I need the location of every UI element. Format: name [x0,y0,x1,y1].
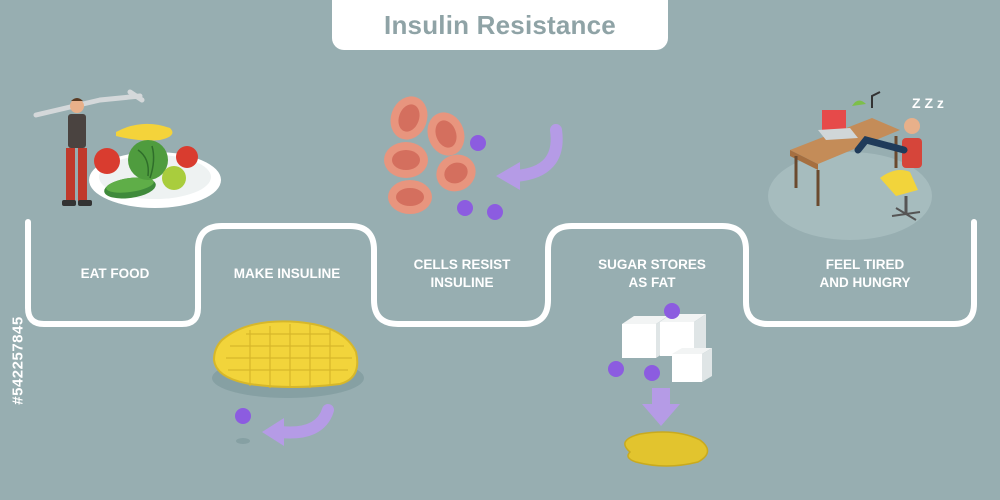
cell [436,154,476,192]
pancreas-illustration [212,320,364,398]
insulin-dot [664,303,680,319]
sleep-zzz: Z Z z [912,95,944,111]
insulin-dot [487,204,503,220]
step-label-make-insuline: MAKE INSULINE [233,266,341,281]
process-path [25,219,977,327]
page-title: Insulin Resistance [384,9,616,40]
cell [384,142,428,178]
insulin-dot [644,365,660,381]
insulin-dot [608,361,624,377]
tired-worker-illustration: Z Z z [768,91,944,240]
step-label-cells-resist: CELLS RESIST INSULINE [413,257,511,290]
cell [390,96,428,140]
resist-arrow [496,124,563,190]
down-arrow [642,388,680,426]
insulin-dot [457,200,473,216]
watermark-text: #542257845 [9,316,27,405]
insulin-release-arrow [235,404,334,446]
sugar-cube [672,348,712,382]
sugar-cubes-illustration [608,303,712,382]
fat-puddle [624,431,709,467]
cell [427,112,465,156]
step-label-eat-food: EAT FOOD [80,266,150,281]
cell [388,180,432,214]
food-plate-illustration [89,123,221,208]
step-label-sugar-stores: SUGAR STORES AS FAT [598,257,706,290]
title-banner: Insulin Resistance [332,0,668,50]
cells-illustration [384,96,503,220]
step-label-feel-tired: FEEL TIRED AND HUNGRY [819,257,911,290]
watermark-id: #542257845 [6,262,28,462]
man-with-fork-figure [33,89,145,206]
insulin-dot [470,135,486,151]
